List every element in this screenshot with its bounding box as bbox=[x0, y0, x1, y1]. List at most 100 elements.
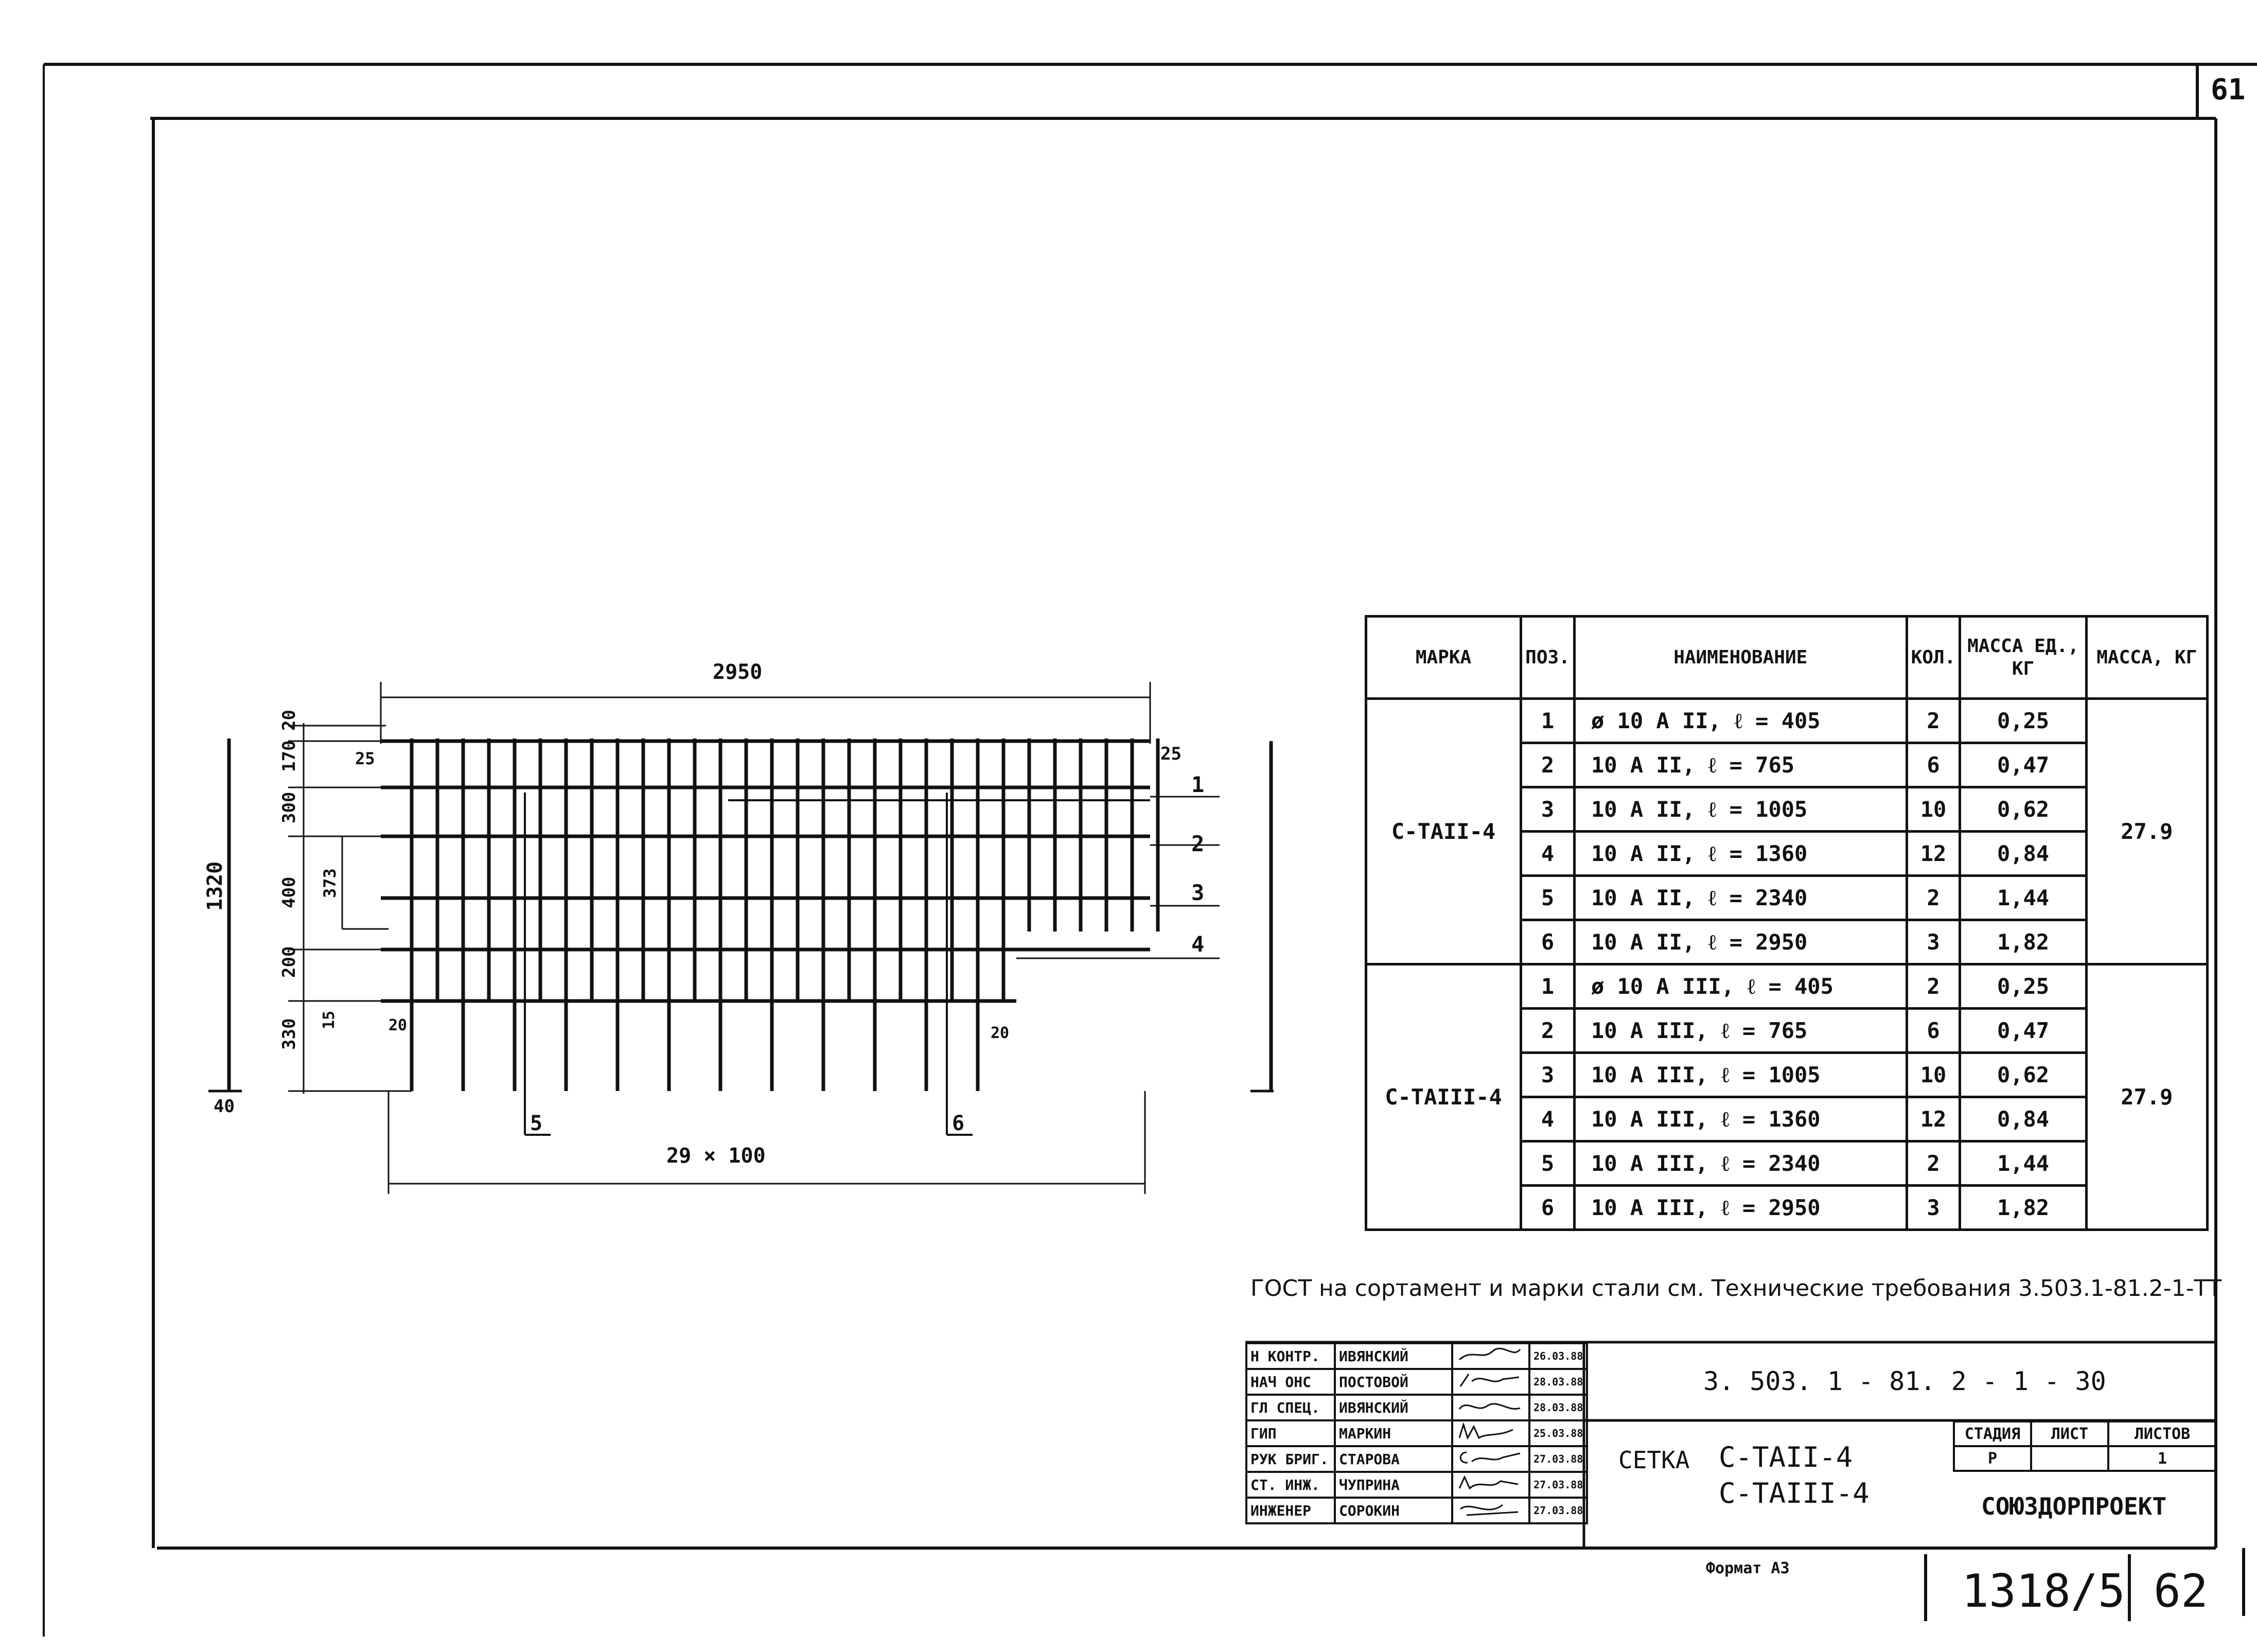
qty-cell: 2 bbox=[1905, 874, 1962, 921]
total-mass-cell: 27.9 bbox=[2085, 963, 2209, 1231]
callout-5: 5 bbox=[530, 1112, 543, 1135]
qty-cell: 6 bbox=[1905, 742, 1962, 788]
person-name-cell: СОРОКИН bbox=[1334, 1497, 1453, 1524]
unit-mass-cell: 1,82 bbox=[1959, 919, 2088, 965]
signature-cell bbox=[1451, 1445, 1530, 1473]
role-cell: ГИП bbox=[1245, 1419, 1336, 1447]
qty-cell: 3 bbox=[1905, 919, 1962, 965]
person-name-cell: ИВЯНСКИЙ bbox=[1334, 1394, 1453, 1421]
unit-mass-cell: 0,84 bbox=[1959, 830, 2088, 877]
total-mass-cell: 27.9 bbox=[2085, 697, 2209, 965]
person-name-cell: ИВЯНСКИЙ bbox=[1334, 1342, 1453, 1370]
unit-mass-cell: 1,44 bbox=[1959, 874, 2088, 921]
sheets-header: ЛИСТОВ bbox=[2107, 1420, 2217, 1447]
format-label: Формат А3 bbox=[1706, 1559, 1790, 1577]
name-cell: ø 10 А II, ℓ = 405 bbox=[1573, 697, 1908, 744]
date-cell: 27.03.88 bbox=[1528, 1497, 1589, 1524]
qty-cell: 10 bbox=[1905, 1051, 1962, 1098]
signature-cell bbox=[1451, 1342, 1530, 1370]
role-cell: НАЧ ОНС bbox=[1245, 1368, 1336, 1396]
unit-mass-cell: 0,62 bbox=[1959, 1051, 2088, 1098]
title-prefix: СЕТКА bbox=[1618, 1446, 1690, 1474]
qty-cell: 6 bbox=[1905, 1007, 1962, 1054]
qty-cell: 12 bbox=[1905, 1096, 1962, 1143]
stage-table: СТАДИЯ ЛИСТ ЛИСТОВ Р 1 bbox=[1953, 1420, 2217, 1472]
name-cell: 10 А II, ℓ = 765 bbox=[1573, 742, 1908, 788]
name-cell: 10 А II, ℓ = 1360 bbox=[1573, 830, 1908, 877]
gost-note: ГОСТ на сортамент и марки стали см. Техн… bbox=[1250, 1275, 2222, 1302]
date-cell: 28.03.88 bbox=[1528, 1368, 1589, 1396]
qty-cell: 2 bbox=[1905, 963, 1962, 1010]
dim-40: 40 bbox=[214, 1096, 235, 1117]
title-line-1: С-ТАII-4 bbox=[1719, 1441, 1853, 1473]
organization-name: СОЮЗДОРПРОЕКТ bbox=[1981, 1492, 2167, 1520]
header-mass: МАССА, КГ bbox=[2085, 615, 2209, 700]
name-cell: 10 А III, ℓ = 765 bbox=[1573, 1007, 1908, 1054]
unit-mass-cell: 0,25 bbox=[1959, 697, 2088, 744]
role-cell: ИНЖЕНЕР bbox=[1245, 1497, 1336, 1524]
title-line-2: С-ТАIII-4 bbox=[1719, 1477, 1870, 1509]
corner-sheet-number: 61 bbox=[2211, 73, 2246, 107]
person-name-cell: ЧУПРИНА bbox=[1334, 1471, 1453, 1499]
unit-mass-cell: 1,82 bbox=[1959, 1184, 2088, 1231]
callout-1: 1 bbox=[1191, 772, 1205, 797]
name-cell: 10 А II, ℓ = 2340 bbox=[1573, 874, 1908, 921]
header-mark: МАРКА bbox=[1364, 615, 1523, 700]
dim-20-right: 20 bbox=[991, 1024, 1010, 1042]
person-name-cell: ПОСТОВОЙ bbox=[1334, 1368, 1453, 1396]
dim-top-label: 2950 bbox=[713, 660, 763, 684]
pos-cell: 5 bbox=[1520, 874, 1576, 921]
header-pos: ПОЗ. bbox=[1520, 615, 1576, 700]
date-cell: 27.03.88 bbox=[1528, 1471, 1589, 1499]
date-cell: 25.03.88 bbox=[1528, 1419, 1589, 1447]
mark-cell: С-ТАIII-4 bbox=[1364, 963, 1523, 1231]
callout-2: 2 bbox=[1191, 831, 1205, 856]
date-cell: 28.03.88 bbox=[1528, 1394, 1589, 1421]
sheet-value bbox=[2030, 1445, 2109, 1472]
role-cell: РУК БРИГ. bbox=[1245, 1445, 1336, 1473]
pos-cell: 6 bbox=[1520, 1184, 1576, 1231]
unit-mass-cell: 0,62 bbox=[1959, 786, 2088, 833]
callout-6: 6 bbox=[952, 1112, 965, 1135]
qty-cell: 2 bbox=[1905, 1140, 1962, 1187]
dim-bottom-label: 29 × 100 bbox=[666, 1144, 766, 1168]
signature-cell bbox=[1451, 1419, 1530, 1447]
pos-cell: 1 bbox=[1520, 963, 1576, 1010]
date-cell: 27.03.88 bbox=[1528, 1445, 1589, 1473]
role-cell: Н КОНТР. bbox=[1245, 1342, 1336, 1370]
signature-cell bbox=[1451, 1471, 1530, 1499]
name-cell: 10 А III, ℓ = 1005 bbox=[1573, 1051, 1908, 1098]
name-cell: 10 А II, ℓ = 2950 bbox=[1573, 919, 1908, 965]
pos-cell: 6 bbox=[1520, 919, 1576, 965]
page-number: 62 bbox=[2154, 1565, 2208, 1618]
stage-header: СТАДИЯ bbox=[1953, 1420, 2032, 1447]
pos-cell: 1 bbox=[1520, 697, 1576, 744]
document-code: 3. 503. 1 - 81. 2 - 1 - 30 bbox=[1703, 1366, 2106, 1396]
mark-cell: С-ТАII-4 bbox=[1364, 697, 1523, 965]
pos-cell: 2 bbox=[1520, 742, 1576, 788]
date-cell: 26.03.88 bbox=[1528, 1342, 1589, 1370]
callout-4: 4 bbox=[1191, 932, 1205, 957]
name-cell: 10 А III, ℓ = 2340 bbox=[1573, 1140, 1908, 1187]
header-qty: КОЛ. bbox=[1905, 615, 1962, 700]
unit-mass-cell: 0,25 bbox=[1959, 963, 2088, 1010]
qty-cell: 12 bbox=[1905, 830, 1962, 877]
dim-25-left: 25 bbox=[355, 749, 375, 768]
pos-cell: 2 bbox=[1520, 1007, 1576, 1054]
name-cell: ø 10 А III, ℓ = 405 bbox=[1573, 963, 1908, 1010]
stage-value: Р bbox=[1953, 1445, 2032, 1472]
unit-mass-cell: 1,44 bbox=[1959, 1140, 2088, 1187]
signature-cell bbox=[1451, 1497, 1530, 1524]
name-cell: 10 А II, ℓ = 1005 bbox=[1573, 786, 1908, 833]
unit-mass-cell: 0,84 bbox=[1959, 1096, 2088, 1143]
pos-cell: 5 bbox=[1520, 1140, 1576, 1187]
role-cell: СТ. ИНЖ. bbox=[1245, 1471, 1336, 1499]
qty-cell: 2 bbox=[1905, 697, 1962, 744]
qty-cell: 3 bbox=[1905, 1184, 1962, 1231]
header-name: НАИМЕНОВАНИЕ bbox=[1573, 615, 1908, 700]
person-name-cell: МАРКИН bbox=[1334, 1419, 1453, 1447]
name-cell: 10 А III, ℓ = 1360 bbox=[1573, 1096, 1908, 1143]
signature-cell bbox=[1451, 1368, 1530, 1396]
sheets-value: 1 bbox=[2107, 1445, 2217, 1472]
